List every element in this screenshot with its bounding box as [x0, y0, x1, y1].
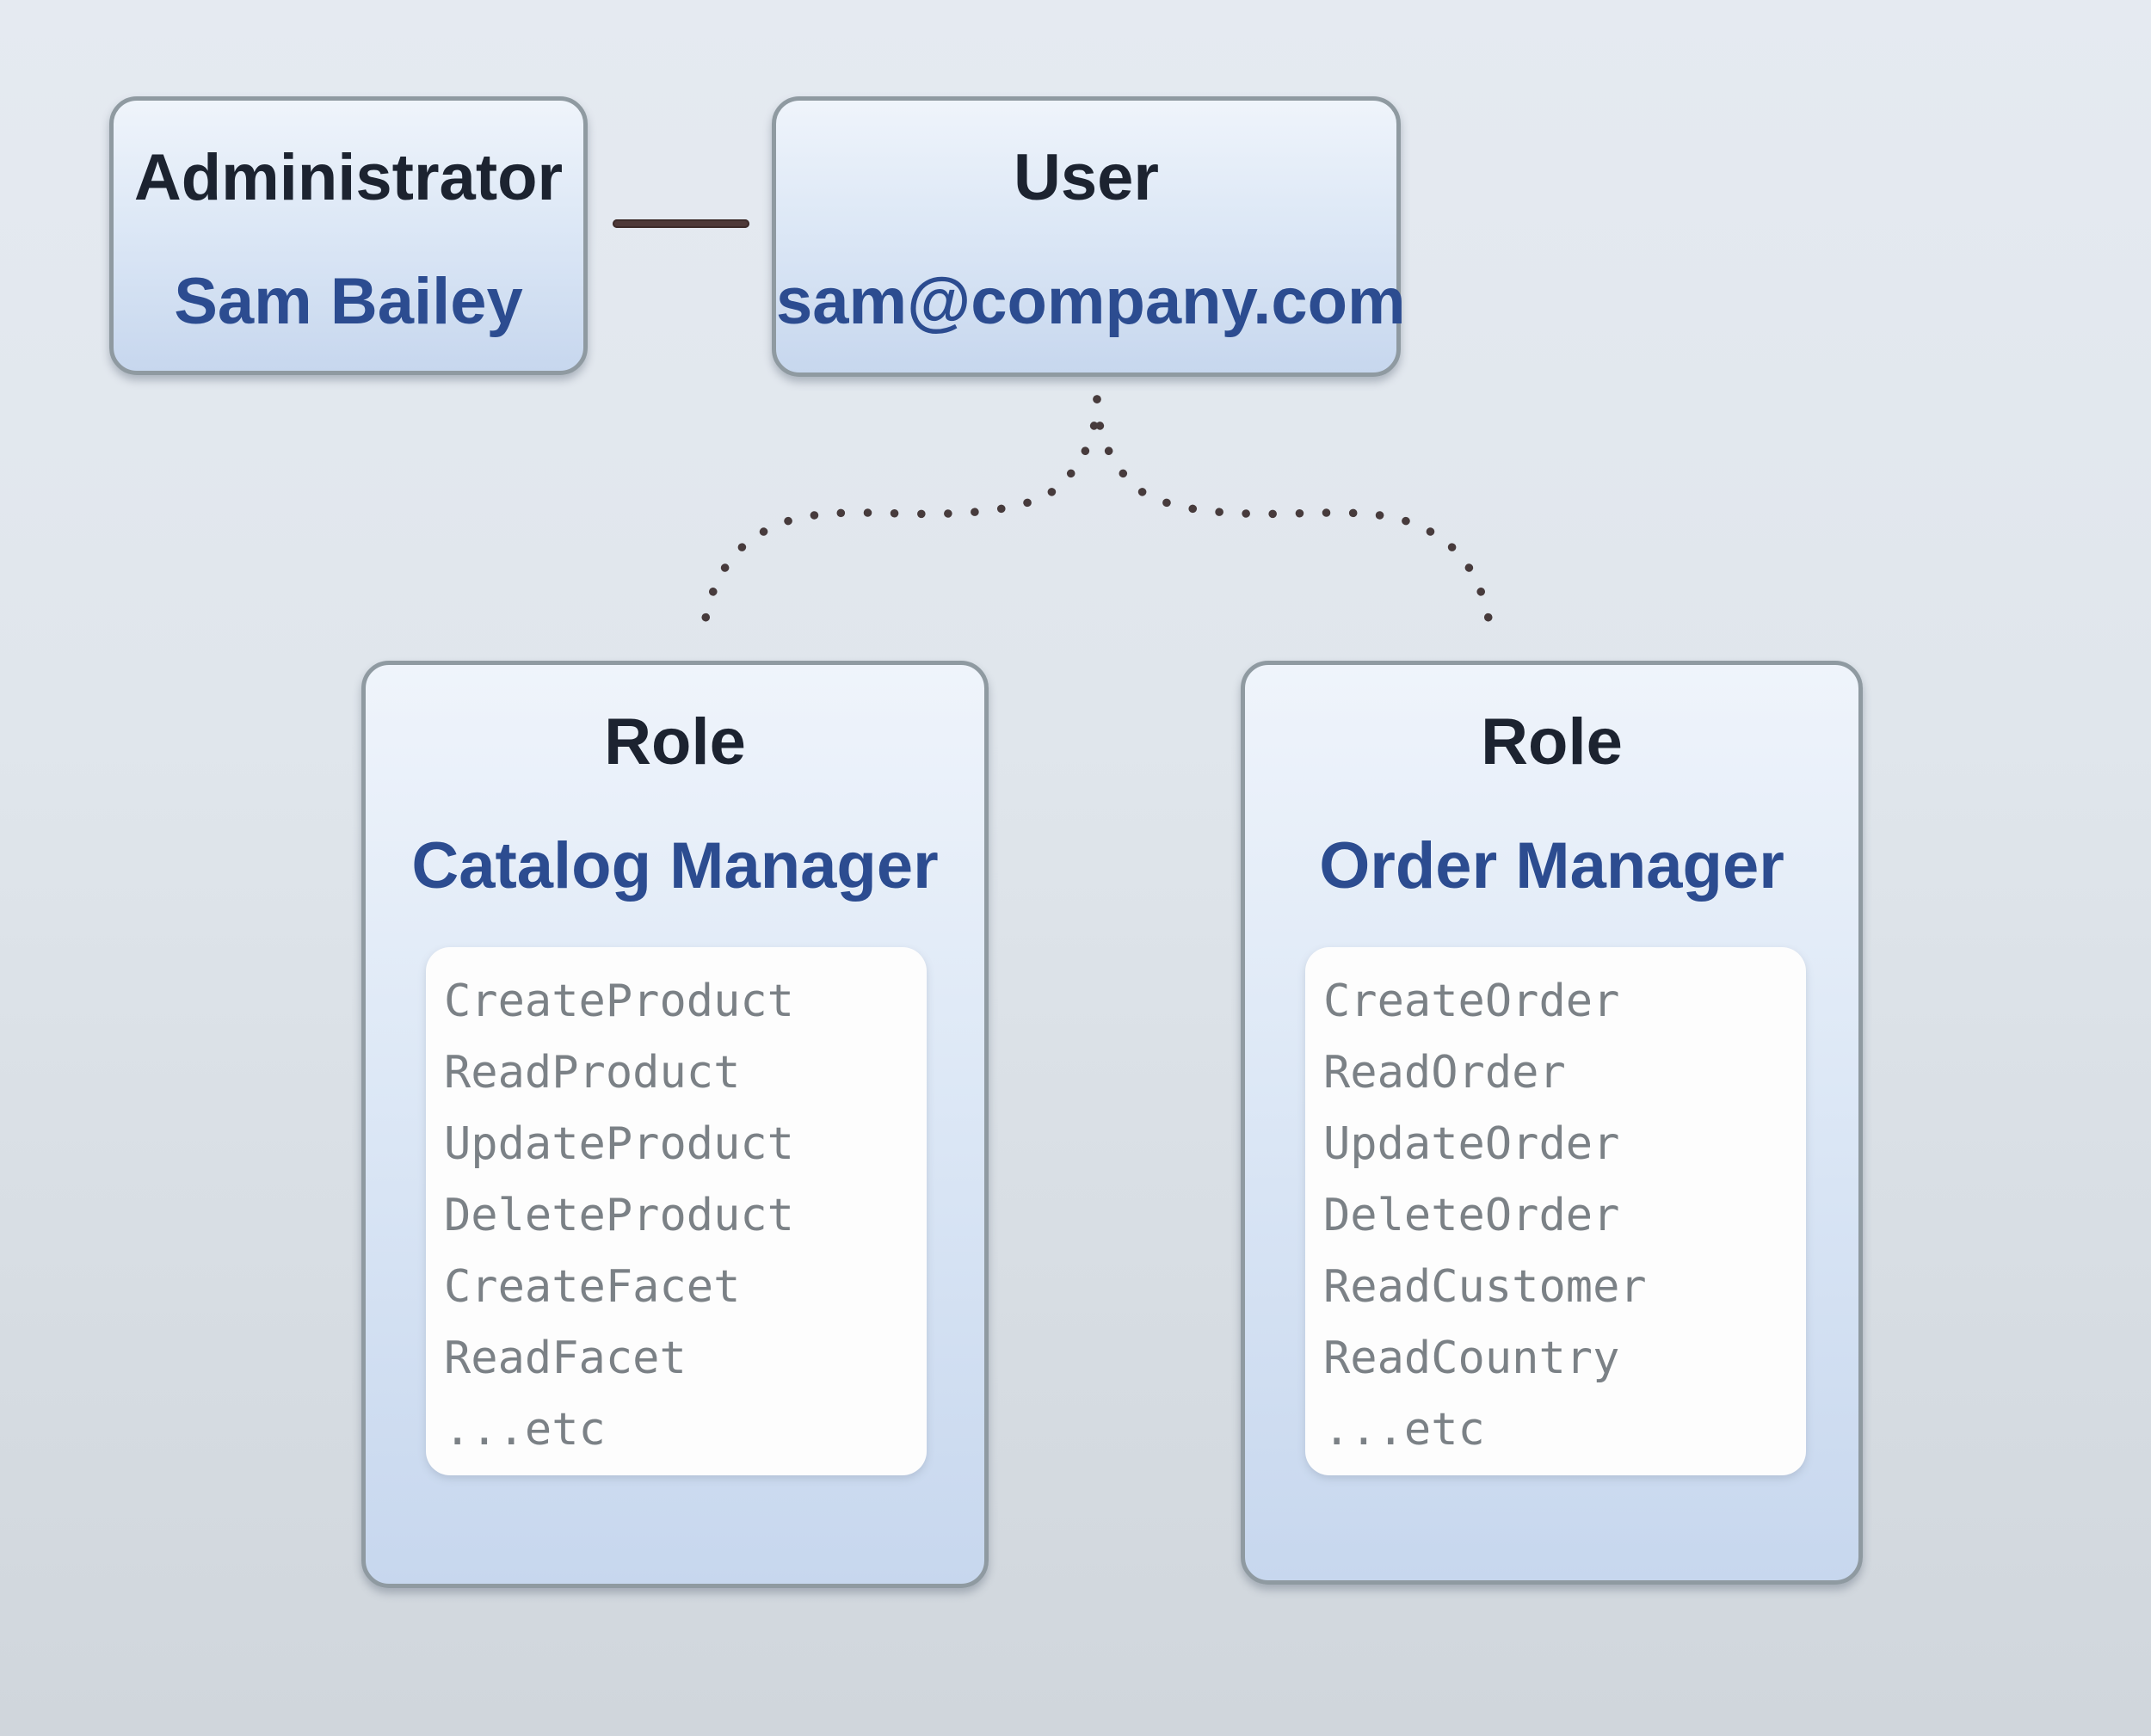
permission-item: ReadOrder: [1323, 1047, 1566, 1099]
user-to-order-role-dotted-link: [1093, 395, 1495, 644]
permission-item: ...etc: [444, 1404, 606, 1456]
role-name: Order Manager: [1319, 829, 1784, 902]
user-node-title: User: [1014, 141, 1159, 214]
permission-item: DeleteProduct: [444, 1190, 794, 1241]
role-name: Catalog Manager: [411, 829, 939, 902]
permission-item: CreateFacet: [444, 1261, 741, 1313]
permission-item: ReadCustomer: [1323, 1261, 1647, 1313]
administrator-name: Sam Bailey: [174, 265, 523, 338]
permission-item: ReadProduct: [444, 1047, 741, 1099]
permission-item: UpdateOrder: [1323, 1118, 1620, 1170]
permission-item: ReadCountry: [1323, 1333, 1620, 1384]
permission-item: DeleteOrder: [1323, 1190, 1620, 1241]
permission-item: ReadFacet: [444, 1333, 687, 1384]
user-email: sam@company.com: [776, 265, 1406, 338]
permission-item: CreateOrder: [1323, 976, 1620, 1027]
administrator-node-title: Administrator: [133, 141, 564, 214]
user-node: User sam@company.com: [772, 96, 1406, 377]
permission-item: ...etc: [1323, 1404, 1485, 1456]
permission-item: UpdateProduct: [444, 1118, 794, 1170]
role-node-title: Role: [604, 705, 746, 779]
role-node-title: Role: [1481, 705, 1623, 779]
administrator-node: Administrator Sam Bailey: [109, 96, 588, 375]
permission-item: CreateProduct: [444, 976, 794, 1027]
administrator-user-link-line: [613, 219, 749, 228]
user-to-catalog-role-dotted-link: [699, 395, 1101, 644]
